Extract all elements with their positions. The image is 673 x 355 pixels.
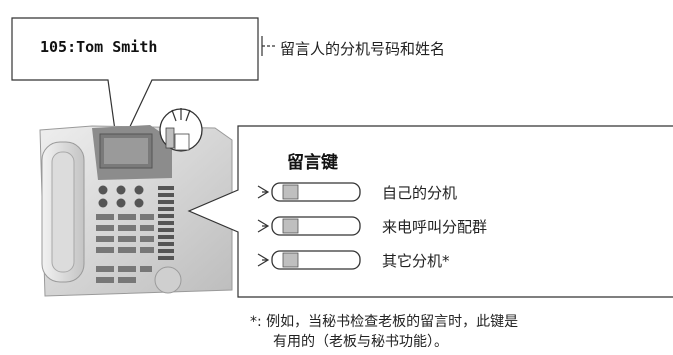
message-key-3 [257,250,361,270]
lcd-annotation: 留言人的分机号码和姓名 [280,40,446,58]
message-panel-callout [187,125,673,298]
arrow-icon [257,253,270,267]
message-key-label-other-extension: 其它分机* [382,252,450,270]
footnote: *: 例如，当秘书检查老板的留言时，此键是 有用的（老板与秘书功能）。 [250,312,518,352]
message-key-label-own-extension: 自己的分机 [382,184,458,202]
lcd-callout [11,17,259,155]
message-key-2 [257,216,361,236]
telephone-icon [39,125,233,297]
lcd-display-text: 105:Tom Smith [40,38,158,56]
message-key-1 [257,182,361,202]
message-key-label-icd-group: 来电呼叫分配群 [382,218,488,236]
message-panel-title: 留言键 [287,153,338,173]
footnote-line-1: *: 例如，当秘书检查老板的留言时，此键是 [250,314,519,330]
arrow-icon [257,185,270,199]
arrow-icon [257,219,270,233]
message-lamp-icon [159,108,203,152]
footnote-line-2: 有用的（老板与秘书功能）。 [273,334,448,350]
